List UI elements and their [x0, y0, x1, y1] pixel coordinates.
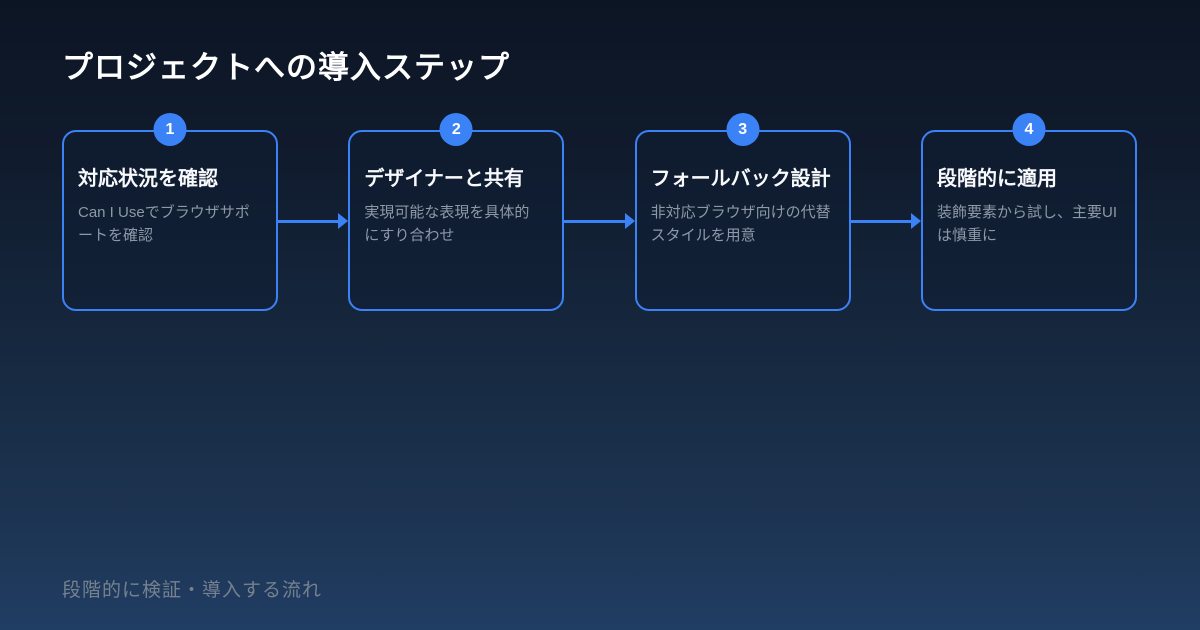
steps-row: 1 対応状況を確認 Can I Useでブラウザサポートを確認 2 デザイナーと…	[62, 113, 1137, 311]
step-2-description: 実現可能な表現を具体的にすり合わせ	[364, 204, 530, 245]
step-1: 1 対応状況を確認 Can I Useでブラウザサポートを確認	[62, 113, 278, 311]
step-2-number-badge: 2	[439, 113, 473, 146]
step-3-card: フォールバック設計 非対応ブラウザ向けの代替スタイルを用意	[634, 130, 851, 311]
step-4-title: 段階的に適用	[936, 168, 1057, 190]
page-caption: 段階的に検証・導入する流れ	[62, 580, 323, 601]
arrow-right-icon	[910, 213, 921, 229]
step-3-description: 非対応ブラウザ向けの代替スタイルを用意	[650, 204, 831, 245]
arrow-step3-to-step4	[850, 213, 921, 229]
step-1-card: 対応状況を確認 Can I Useでブラウザサポートを確認	[62, 130, 278, 311]
arrow-line	[564, 219, 626, 223]
step-3: 3 フォールバック設計 非対応ブラウザ向けの代替スタイルを用意	[634, 113, 851, 311]
step-3-number-badge: 3	[726, 113, 760, 146]
arrow-step2-to-step3	[564, 213, 635, 229]
step-4: 4 段階的に適用 装飾要素から試し、主要UIは慎重に	[920, 113, 1137, 311]
step-1-description: Can I Useでブラウザサポートを確認	[78, 204, 250, 245]
arrow-right-icon	[624, 213, 635, 229]
step-4-description: 装飾要素から試し、主要UIは慎重に	[936, 204, 1117, 245]
step-2: 2 デザイナーと共有 実現可能な表現を具体的にすり合わせ	[348, 113, 565, 311]
page-title: プロジェクトへの導入ステップ	[62, 50, 510, 85]
step-1-number-badge: 1	[153, 113, 187, 146]
arrow-right-icon	[338, 213, 349, 229]
step-2-card: デザイナーと共有 実現可能な表現を具体的にすり合わせ	[348, 130, 565, 311]
step-1-title: 対応状況を確認	[78, 168, 218, 190]
step-4-card: 段階的に適用 装飾要素から試し、主要UIは慎重に	[920, 130, 1137, 311]
step-4-number-badge: 4	[1012, 113, 1046, 146]
step-2-title: デザイナーと共有	[364, 168, 524, 190]
arrow-line	[850, 219, 912, 223]
arrow-line	[278, 219, 340, 223]
arrow-step1-to-step2	[278, 213, 349, 229]
step-3-title: フォールバック設計	[650, 168, 831, 190]
